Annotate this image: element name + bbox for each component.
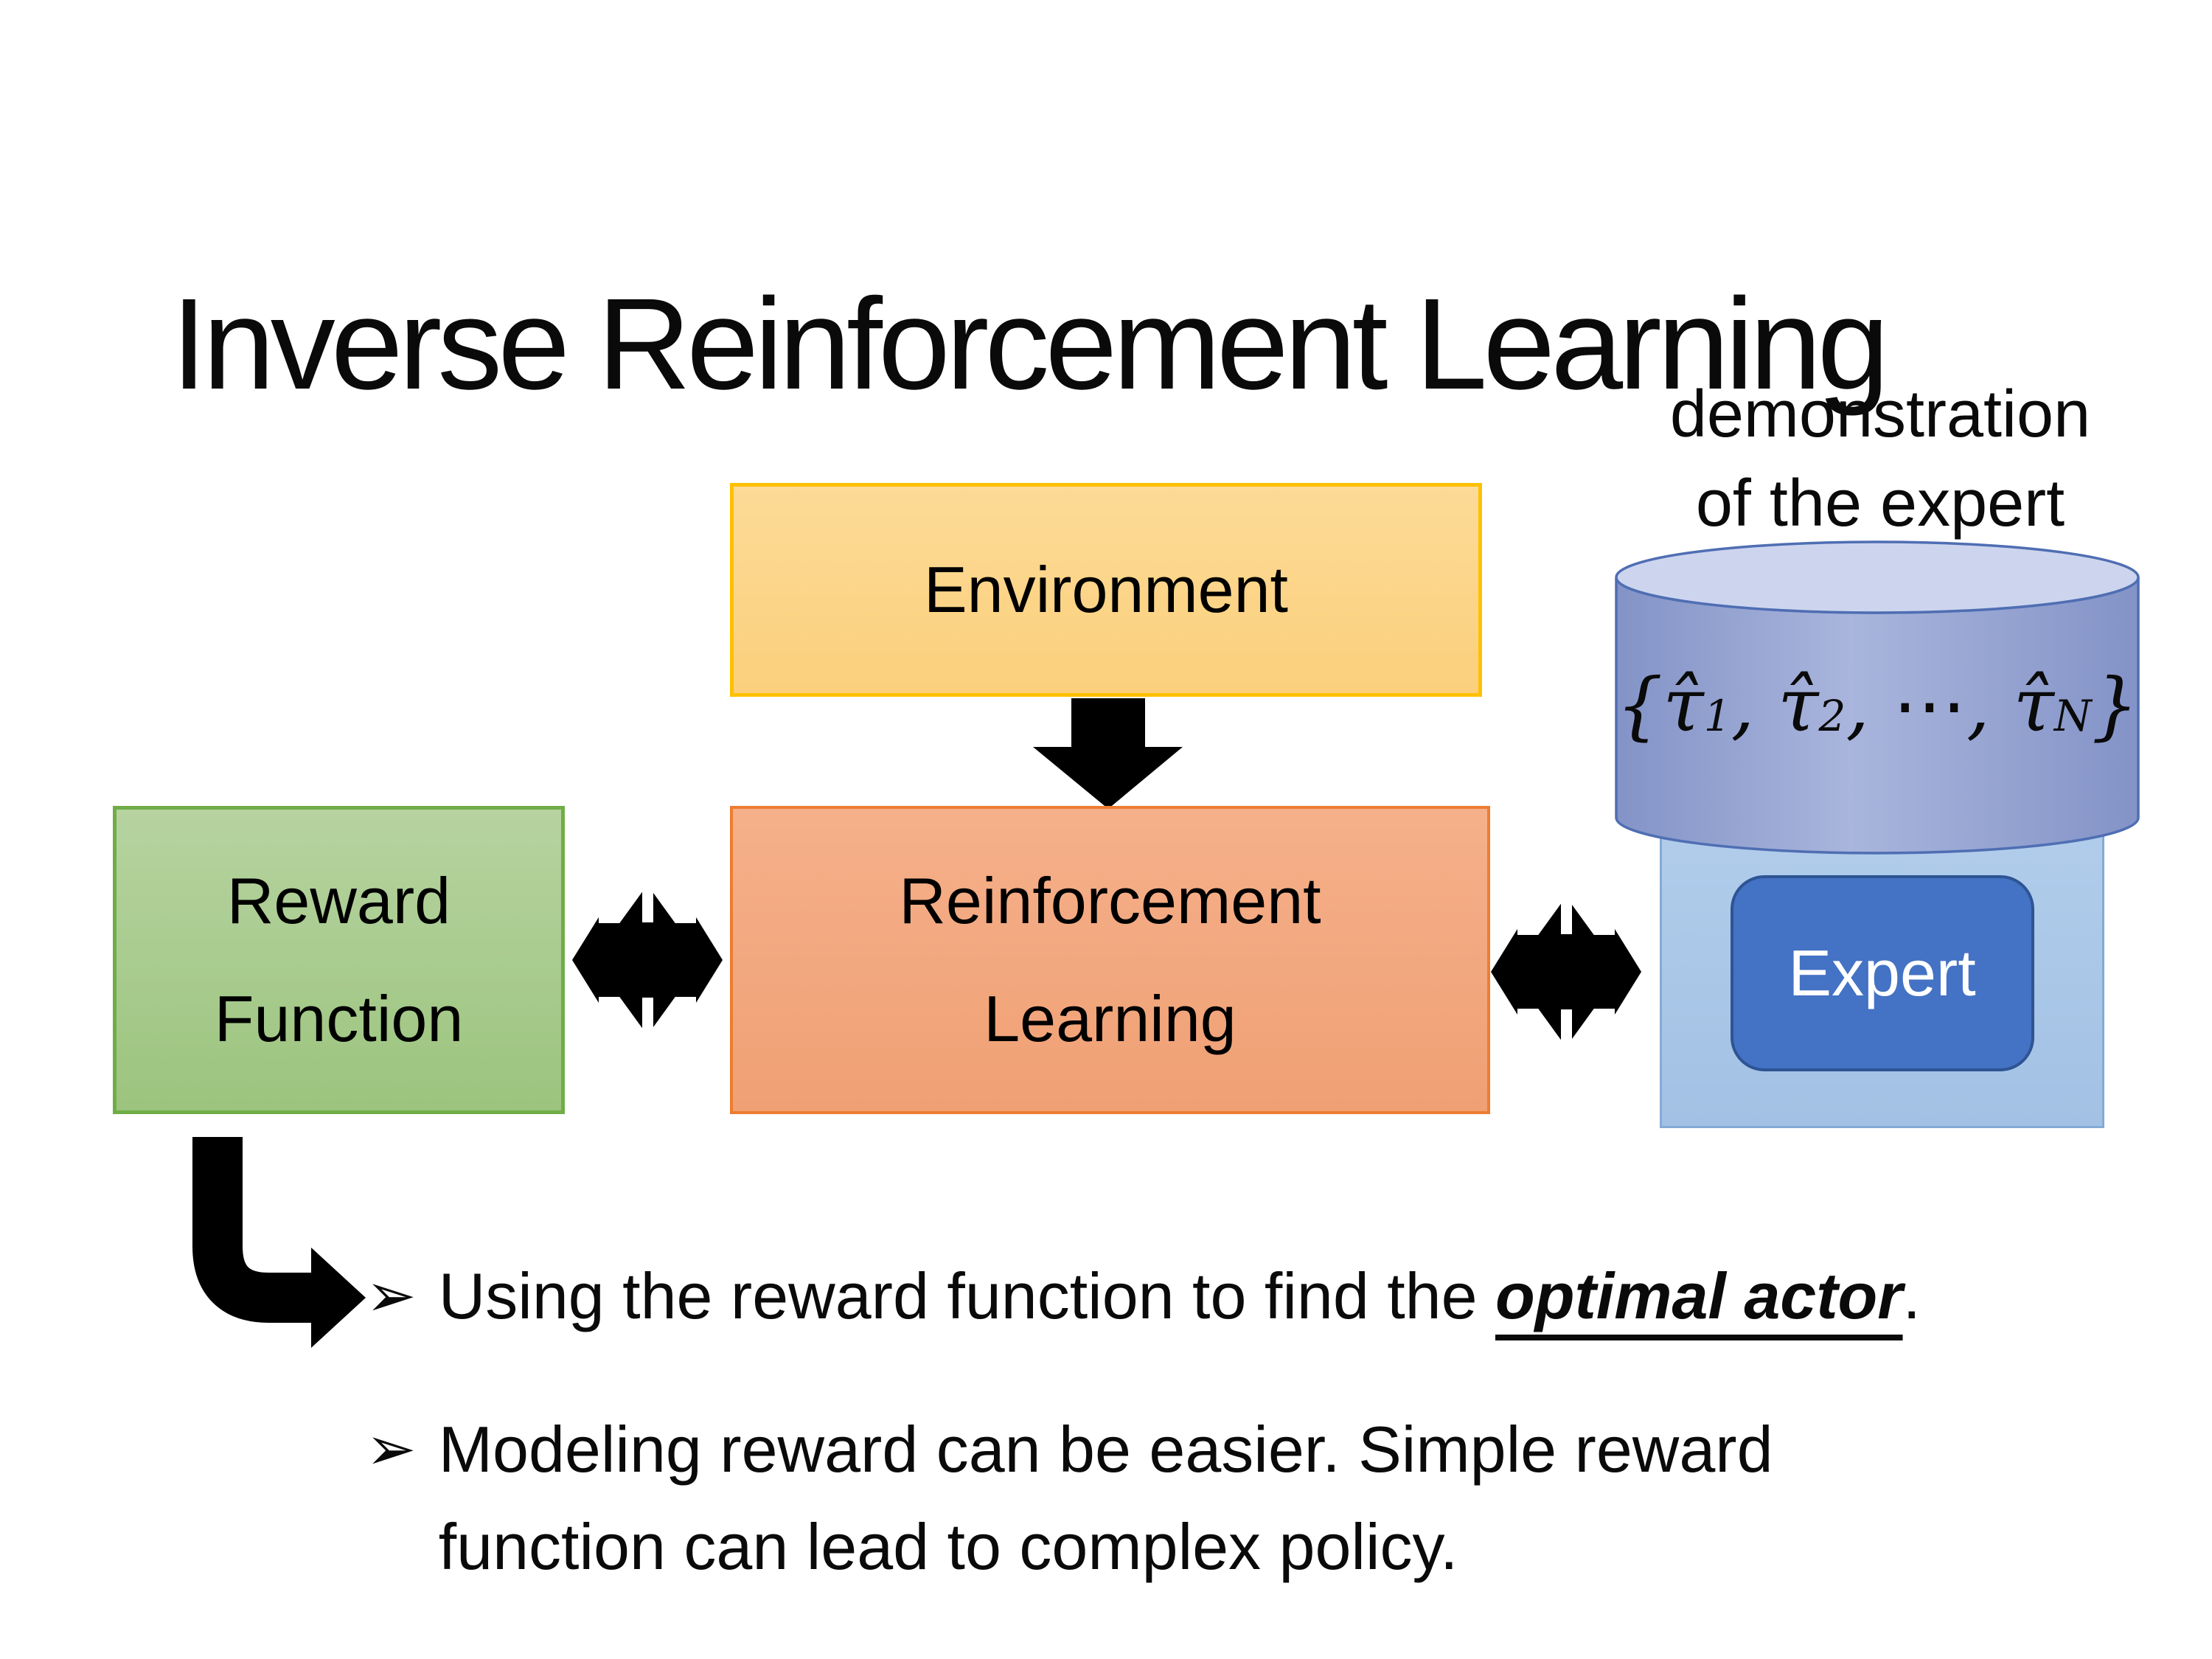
reward-function-label-line2: Function: [214, 982, 464, 1055]
environment-box: Environment: [730, 483, 1482, 697]
bullet-item-optimal-actor: ➢ Using the reward function to find the …: [366, 1248, 2121, 1345]
formula-tau-1: τ̂: [1663, 662, 1704, 748]
formula-dots: ⋯: [1892, 662, 1966, 748]
formula-sub-2: 2: [1818, 691, 1846, 741]
reinforcement-learning-label-line1: Reinforcement: [899, 863, 1321, 937]
database-cylinder-icon: [1615, 540, 2140, 855]
bullet-list: ➢ Using the reward function to find the …: [366, 1248, 2121, 1596]
bullet-text: Using the reward function to find the op…: [439, 1248, 1921, 1345]
down-arrow-icon: [1033, 698, 1183, 809]
expert-box: Expert: [1730, 875, 2034, 1071]
bullet-text-line2: function can lead to complex policy.: [438, 1510, 1458, 1583]
environment-label: Environment: [923, 552, 1288, 626]
formula-close-brace: }: [2091, 662, 2139, 748]
reinforcement-learning-box: Reinforcement Learning: [730, 799, 1496, 1114]
bullet-text-line1: Modeling reward can be easier. Simple re…: [438, 1413, 1773, 1486]
reward-function-box: Reward Function: [113, 806, 565, 1114]
arrow-bullet-icon: ➢: [366, 1261, 417, 1331]
bullet-item-modeling-reward: ➢ Modeling reward can be easier. Simple …: [366, 1401, 2121, 1596]
demonstration-caption: demonstration of the expert: [1669, 378, 2091, 540]
bullet-text-after: .: [1902, 1259, 1921, 1332]
bent-arrow-icon: [192, 1137, 366, 1348]
trajectory-set-formula: {τ̂1, τ̂2, ⋯, τ̂N}: [1612, 662, 2143, 748]
expert-panel: Expert: [1660, 818, 2104, 1128]
formula-separator: ,: [1731, 662, 1778, 748]
formula-separator: ,: [1966, 662, 2014, 748]
exchange-arrow-left-icon: [572, 883, 723, 1037]
bullet-text-emphasis: optimal actor: [1495, 1259, 1903, 1332]
reward-function-label-line1: Reward: [226, 863, 451, 937]
formula-sub-1: 1: [1703, 691, 1731, 741]
formula-separator: ,: [1846, 662, 1893, 748]
formula-sub-n: N: [2053, 691, 2092, 741]
reinforcement-learning-label-line2: Learning: [984, 982, 1237, 1055]
formula-tau-n: τ̂: [2013, 662, 2054, 748]
bullet-text: Modeling reward can be easier. Simple re…: [439, 1401, 1773, 1596]
page-title: Inverse Reinforcement Learning: [171, 271, 1889, 417]
exchange-arrow-right-icon: [1491, 895, 1641, 1048]
formula-tau-2: τ̂: [1778, 662, 1819, 748]
bullet-text-before: Using the reward function to find the: [438, 1259, 1495, 1332]
formula-open-brace: {: [1615, 662, 1663, 748]
arrow-bullet-icon: ➢: [366, 1414, 417, 1484]
expert-label: Expert: [1788, 936, 1976, 1009]
